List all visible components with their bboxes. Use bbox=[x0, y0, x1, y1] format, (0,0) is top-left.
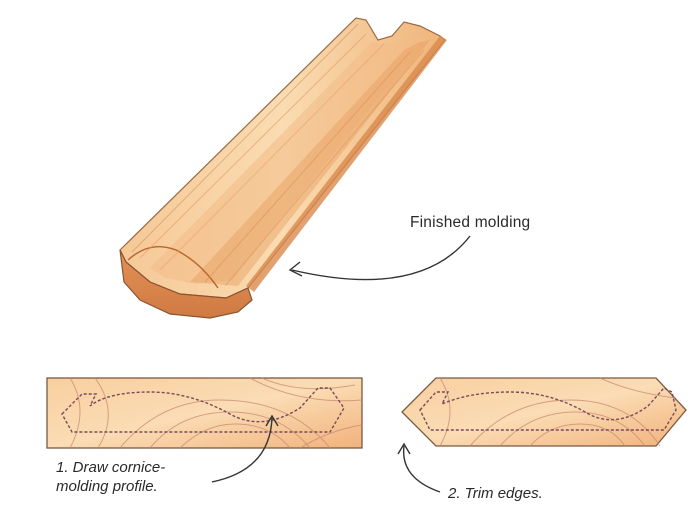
arrowhead-finished bbox=[288, 261, 303, 277]
arrowhead-step2 bbox=[397, 442, 411, 455]
curved-arrow-icon bbox=[402, 445, 441, 493]
finished-molding bbox=[119, 17, 447, 319]
board-step1 bbox=[46, 377, 363, 449]
label-step2: 2. Trim edges. bbox=[448, 485, 543, 502]
curved-arrow-icon bbox=[291, 235, 471, 281]
label-finished-molding: Finished molding bbox=[410, 214, 531, 231]
arrowhead-step1 bbox=[265, 414, 279, 427]
curved-arrow-icon bbox=[211, 417, 273, 483]
board-step2 bbox=[401, 377, 687, 447]
label-step1-line1: 1. Draw cornice- bbox=[56, 459, 166, 476]
label-step1: 1. Draw cornice- molding profile. bbox=[56, 458, 165, 496]
label-step1-line2: molding profile. bbox=[56, 478, 158, 495]
cornice-profile-outline bbox=[419, 387, 677, 431]
cornice-profile-outline bbox=[61, 387, 345, 433]
